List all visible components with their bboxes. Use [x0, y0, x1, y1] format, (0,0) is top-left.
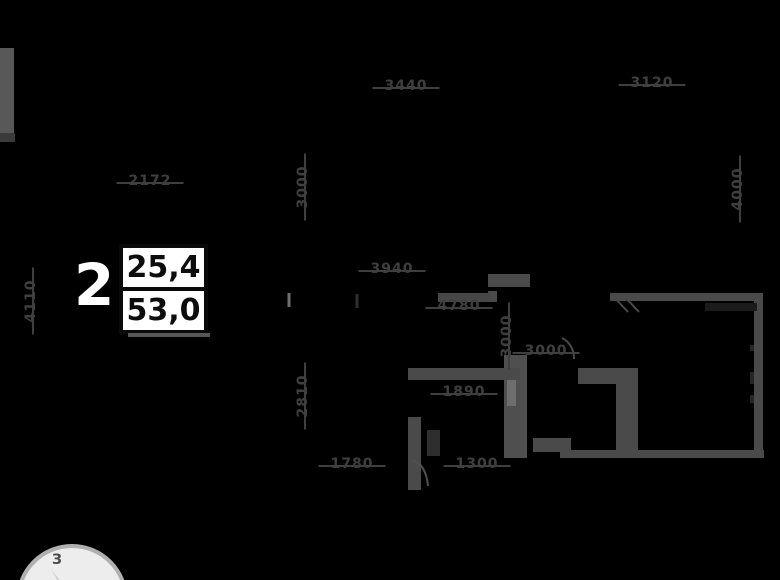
- wall-segment: [507, 372, 516, 406]
- dim-label: 3940: [358, 261, 426, 277]
- wall-segment: [0, 48, 14, 140]
- dim-label: 1300: [443, 456, 511, 472]
- dim-label: 2172: [116, 173, 184, 189]
- area-upper-value: 25,4: [123, 248, 204, 291]
- dim-label: 1780: [318, 456, 386, 472]
- wall-segment-room-right: [754, 293, 763, 458]
- wall-segment: [438, 293, 490, 302]
- wall-segment: [616, 384, 638, 458]
- window-band: [705, 303, 757, 311]
- wall-segment-room-top: [610, 293, 763, 301]
- dim-label: 3440: [372, 78, 440, 94]
- dim-label: 4000: [730, 167, 746, 211]
- wall-segment: [488, 274, 530, 287]
- dim-label: 3000: [295, 165, 311, 209]
- compass-circle: [19, 544, 125, 580]
- compass-needle: [50, 568, 59, 580]
- wall-segment: [408, 368, 520, 380]
- wall-segment: [488, 291, 497, 302]
- wall-segment: [0, 133, 15, 142]
- rooms-count: 2: [74, 251, 115, 319]
- compass-icon: З: [19, 544, 125, 580]
- wall-segment: [578, 368, 638, 384]
- dim-label: 3000: [512, 343, 580, 359]
- wall-segment-room-bottom: [560, 450, 764, 458]
- dim-label: 4110: [23, 279, 39, 323]
- wall-segment: [533, 438, 571, 452]
- area-total-value: 53,0: [126, 292, 201, 328]
- wall-segment: [408, 417, 421, 490]
- dim-label: 2810: [295, 374, 311, 418]
- dim-label: 1890: [430, 384, 498, 400]
- dim-label: 3120: [618, 75, 686, 91]
- wall-segment: [427, 430, 440, 456]
- compass-west-label: З: [52, 552, 62, 568]
- area-badge: 25,4 53,0: [119, 244, 208, 334]
- dim-label: 4780: [425, 298, 493, 314]
- badge-shadow: [128, 333, 210, 337]
